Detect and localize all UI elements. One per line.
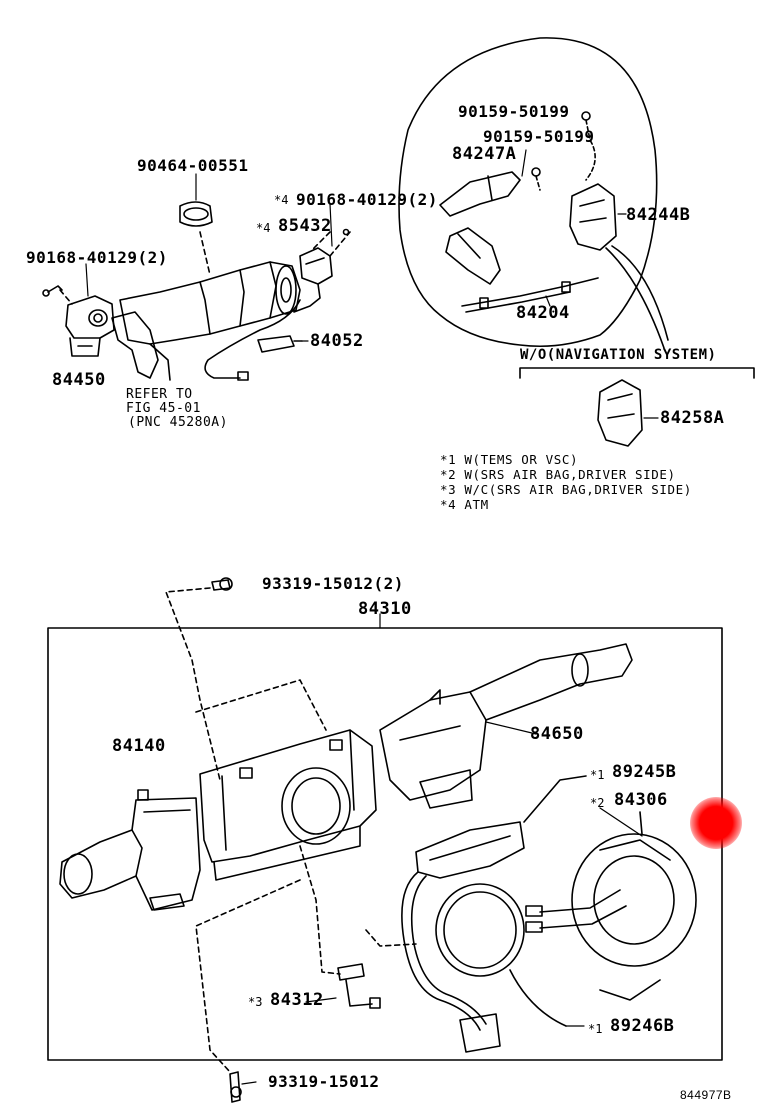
- label-84306[interactable]: 84306: [614, 790, 668, 810]
- harness-84312-drawing: [337, 963, 365, 981]
- highlight-marker: [690, 797, 742, 849]
- note-1: *1 W(TEMS OR VSC): [440, 452, 579, 467]
- nav-bracket-line: [519, 367, 755, 379]
- note-3: *3 W/C(SRS AIR BAG,DRIVER SIDE): [440, 482, 692, 497]
- switch-85432-drawing: [299, 247, 333, 285]
- key-cylinder-drawing: [65, 295, 115, 339]
- leader-lines: [85, 149, 659, 1085]
- sensor-89245B-drawing: [415, 821, 525, 879]
- mark-85432: *4: [256, 221, 271, 235]
- label-84650[interactable]: 84650: [530, 724, 584, 744]
- mark-84312: *3: [248, 995, 263, 1009]
- label-84450[interactable]: 84450: [52, 370, 106, 390]
- label-84140[interactable]: 84140: [112, 736, 166, 756]
- mark-89245B: *1: [590, 768, 605, 782]
- label-90159-50199-b[interactable]: 90159-50199: [483, 127, 595, 146]
- column-tube-drawing: [119, 261, 301, 345]
- mark-90168-top: *4: [274, 193, 289, 207]
- label-90464-00551[interactable]: 90464-00551: [137, 156, 249, 175]
- label-85432[interactable]: 85432: [278, 216, 332, 236]
- lever-84140-drawing: [59, 829, 143, 899]
- label-84247A[interactable]: 84247A: [452, 144, 517, 164]
- combination-switch-group: [47, 577, 723, 1103]
- refer-line-1: REFER TO: [126, 387, 193, 402]
- ring-89246B-drawing: [435, 883, 525, 977]
- label-84312[interactable]: 84312: [270, 990, 324, 1010]
- nav-header: W/O(NAVIGATION SYSTEM): [520, 347, 717, 363]
- lever-84650-drawing: [379, 691, 487, 801]
- harness-84052-drawing: [257, 335, 295, 353]
- label-90159-50199-a[interactable]: 90159-50199: [458, 102, 570, 121]
- note-4: *4 ATM: [440, 497, 489, 512]
- label-90168-40129-top[interactable]: 90168-40129(2): [296, 190, 438, 209]
- label-84244B[interactable]: 84244B: [626, 205, 691, 225]
- steering-wheel-outline: [398, 37, 658, 347]
- steering-column-group: [42, 201, 351, 381]
- mark-89246B: *1: [588, 1022, 603, 1036]
- label-84310[interactable]: 84310: [358, 599, 412, 619]
- label-93319-15012-top[interactable]: 93319-15012(2): [262, 574, 404, 593]
- switch-84258A-drawing: [597, 379, 643, 447]
- steering-wheel-group: [398, 37, 755, 447]
- spiral-cable-84306-drawing: [571, 833, 697, 967]
- clamp-drawing: [179, 201, 213, 227]
- mark-84306: *2: [590, 796, 605, 810]
- central-body-drawing: [199, 729, 377, 863]
- label-84052[interactable]: 84052: [310, 331, 364, 351]
- note-2: *2 W(SRS AIR BAG,DRIVER SIDE): [440, 467, 676, 482]
- label-84204[interactable]: 84204: [516, 303, 570, 323]
- refer-line-3: (PNC 45280A): [128, 415, 228, 430]
- refer-line-2[interactable]: FIG 45-01: [126, 401, 201, 416]
- switch-84244B-drawing: [569, 183, 617, 251]
- label-93319-15012-bottom[interactable]: 93319-15012: [268, 1072, 380, 1091]
- paddle-84247A-drawing: [439, 171, 521, 217]
- label-90168-40129-left[interactable]: 90168-40129(2): [26, 248, 168, 267]
- label-84258A[interactable]: 84258A: [660, 408, 725, 428]
- figure-code: 844977B: [680, 1088, 732, 1102]
- label-89245B[interactable]: 89245B: [612, 762, 677, 782]
- label-89246B[interactable]: 89246B: [610, 1016, 675, 1036]
